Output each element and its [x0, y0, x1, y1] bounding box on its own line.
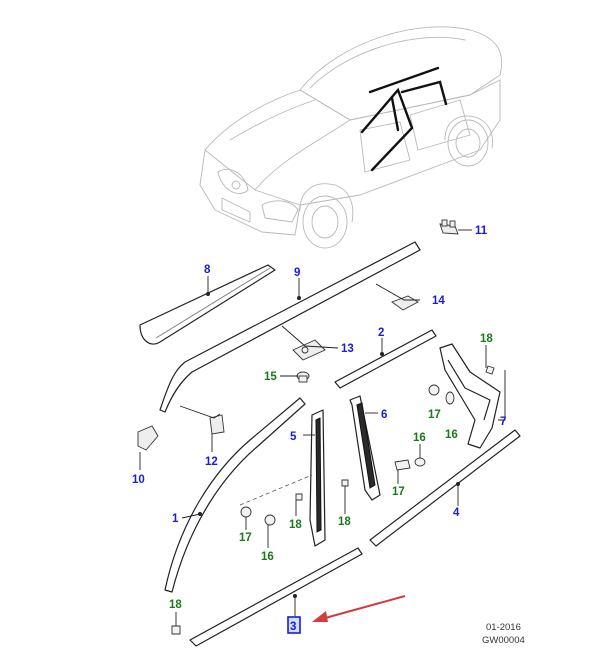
part-6-pillar-trim — [349, 395, 381, 501]
vehicle-illustration — [199, 26, 503, 249]
footer-date: 01-2016 — [486, 622, 521, 633]
callout-5[interactable]: 5 — [290, 431, 297, 443]
part-1-a-pillar-moulding — [164, 397, 306, 593]
callout-16-a[interactable]: 16 — [445, 429, 458, 441]
assembly-guide — [239, 474, 313, 506]
callout-1[interactable]: 1 — [172, 513, 179, 525]
callout-labels: 11 8 9 14 2 13 18 15 17 16 7 6 5 12 10 1… — [132, 225, 506, 633]
callout-11[interactable]: 11 — [475, 225, 488, 237]
part-18-screw-d — [171, 625, 181, 635]
callout-17-a[interactable]: 17 — [428, 409, 441, 421]
callout-15[interactable]: 15 — [264, 371, 277, 383]
callout-12[interactable]: 12 — [205, 456, 218, 468]
part-4-door-trim — [369, 429, 521, 547]
callout-10[interactable]: 10 — [132, 474, 145, 486]
part-12-clips — [209, 414, 225, 435]
part-5-pillar-trim — [309, 409, 326, 547]
callout-3[interactable]: 3 — [290, 621, 296, 633]
part-18-screw-a — [485, 365, 495, 375]
part-10-bracket — [137, 425, 159, 451]
callout-17-b[interactable]: 17 — [392, 486, 405, 498]
part-17-16-fasteners-a — [428, 384, 455, 405]
part-8-moulding — [139, 264, 276, 345]
callout-9[interactable]: 9 — [294, 267, 300, 279]
highlight-box — [287, 616, 301, 634]
part-17-16-fasteners-c — [240, 506, 276, 526]
part-3-sill-moulding — [189, 547, 363, 647]
callout-17-c[interactable]: 17 — [239, 532, 252, 544]
callout-18-b[interactable]: 18 — [289, 519, 302, 531]
part-7-quarter-trim — [439, 343, 501, 449]
callout-18-c[interactable]: 18 — [338, 516, 351, 528]
part-16-17-fasteners-b — [394, 457, 426, 471]
pointer-arrow — [312, 595, 406, 622]
callout-18-d[interactable]: 18 — [169, 599, 182, 611]
callout-16-b[interactable]: 16 — [413, 432, 426, 444]
callout-8[interactable]: 8 — [204, 264, 211, 276]
part-15-grommet — [296, 371, 310, 383]
callout-13[interactable]: 13 — [341, 343, 354, 355]
callout-4[interactable]: 4 — [453, 507, 460, 519]
callout-2[interactable]: 2 — [378, 327, 384, 339]
part-18-screws — [295, 479, 349, 501]
part-9-roof-moulding — [159, 241, 421, 413]
leader-lines — [139, 229, 506, 626]
part-11-clip — [439, 219, 459, 235]
callout-18-a[interactable]: 18 — [480, 333, 493, 345]
callout-16-c[interactable]: 16 — [261, 551, 274, 563]
part-13-clip — [292, 339, 326, 361]
part-2-trim — [334, 329, 437, 389]
callout-14[interactable]: 14 — [432, 295, 445, 307]
part-14-clip — [391, 295, 419, 311]
callout-6[interactable]: 6 — [381, 409, 387, 421]
footer-code: GW00004 — [482, 635, 525, 646]
callout-7[interactable]: 7 — [500, 416, 506, 428]
